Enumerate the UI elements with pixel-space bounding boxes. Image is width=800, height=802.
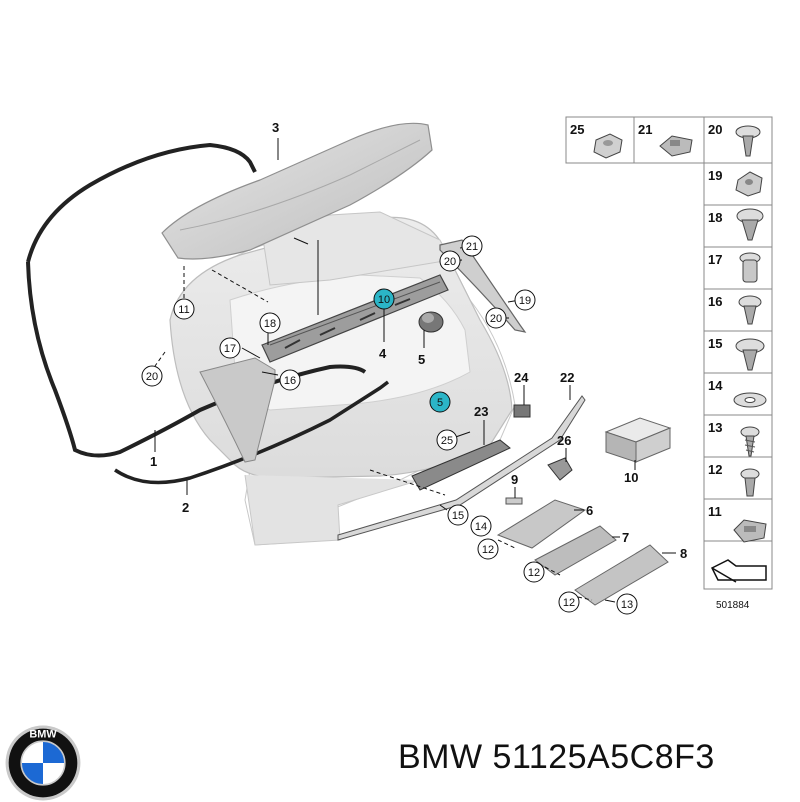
push-rivet-20-icon bbox=[735, 125, 761, 157]
clip-15-icon bbox=[735, 338, 765, 371]
bracket-7 bbox=[534, 525, 617, 576]
table-label-25: 25 bbox=[570, 122, 584, 137]
callout-4: 4 bbox=[379, 346, 387, 361]
spoiler bbox=[161, 122, 433, 260]
screw-12-icon bbox=[740, 468, 760, 497]
table-label-21: 21 bbox=[638, 122, 652, 137]
expansion-rivet-16-icon bbox=[738, 295, 762, 325]
table-label-16: 16 bbox=[708, 294, 722, 309]
callout-10: 10 bbox=[624, 470, 638, 485]
table-label-19: 19 bbox=[708, 168, 722, 183]
callout-8: 8 bbox=[680, 546, 687, 561]
bracket-6 bbox=[496, 499, 587, 549]
circled-12-a: 12 bbox=[482, 544, 494, 556]
circled-12-c: 12 bbox=[563, 597, 575, 609]
part-code: BMW 51125A5C8F3 bbox=[398, 738, 715, 776]
circled-25: 25 bbox=[441, 435, 453, 447]
table-label-14: 14 bbox=[708, 378, 723, 393]
circled-callouts: 21 20 19 20 11 18 17 16 20 25 15 14 12 1… bbox=[141, 235, 638, 615]
bmw-logo: BMW bbox=[5, 725, 81, 801]
table-label-17: 17 bbox=[708, 252, 722, 267]
circled-20: 20 bbox=[444, 256, 456, 268]
bracket-8 bbox=[574, 544, 669, 606]
circled-19: 19 bbox=[519, 295, 531, 307]
circled-20-c: 20 bbox=[146, 371, 158, 383]
highlight-10: 10 bbox=[378, 294, 390, 306]
circled-21: 21 bbox=[466, 241, 478, 253]
nut-19-icon bbox=[735, 171, 763, 197]
part-10-box bbox=[604, 417, 672, 463]
reference-number: 501884 bbox=[716, 600, 750, 611]
parts-table: 25 21 20 19 18 17 16 15 14 13 12 11 bbox=[565, 116, 773, 611]
clip-18-icon bbox=[736, 208, 764, 241]
callout-22: 22 bbox=[560, 370, 574, 385]
screw-13-icon bbox=[740, 426, 760, 457]
circled-11: 11 bbox=[178, 304, 189, 316]
circled-17: 17 bbox=[224, 343, 236, 355]
part-9-pad bbox=[505, 497, 523, 505]
arrow-icon bbox=[710, 559, 767, 583]
washer-14-icon bbox=[733, 392, 767, 408]
left-trim-panel bbox=[199, 357, 276, 463]
table-label-13: 13 bbox=[708, 420, 722, 435]
highlighted-callouts: 10 5 bbox=[373, 288, 451, 413]
callout-7: 7 bbox=[622, 530, 629, 545]
table-label-11: 11 bbox=[708, 504, 722, 519]
callout-26: 26 bbox=[557, 433, 571, 448]
leader-lines bbox=[154, 138, 676, 603]
clip-11-icon bbox=[733, 519, 767, 543]
plain-callouts: 3 1 2 4 5 24 22 23 26 9 6 7 8 10 bbox=[150, 120, 687, 561]
callout-5: 5 bbox=[418, 352, 425, 367]
lower-seal-strip bbox=[114, 380, 390, 485]
callout-3: 3 bbox=[272, 120, 279, 135]
table-label-15: 15 bbox=[708, 336, 722, 351]
circled-14: 14 bbox=[475, 521, 487, 533]
plug-17-icon bbox=[739, 252, 761, 283]
part-26 bbox=[547, 457, 573, 481]
circled-15: 15 bbox=[452, 510, 464, 522]
bmw-logo-letters: BMW bbox=[29, 728, 57, 740]
part-24 bbox=[513, 404, 531, 418]
camera-unit bbox=[418, 311, 444, 333]
table-label-20: 20 bbox=[708, 122, 722, 137]
table-label-18: 18 bbox=[708, 210, 722, 225]
circled-13: 13 bbox=[621, 599, 633, 611]
gasket-seal-lower bbox=[26, 261, 367, 458]
circled-18: 18 bbox=[264, 318, 276, 330]
chrome-strip bbox=[337, 395, 586, 541]
circled-20-b: 20 bbox=[490, 313, 502, 325]
table-label-12: 12 bbox=[708, 462, 722, 477]
gasket-seal bbox=[26, 142, 257, 263]
circled-12-b: 12 bbox=[528, 567, 540, 579]
callout-9: 9 bbox=[511, 472, 518, 487]
callout-2: 2 bbox=[182, 500, 189, 515]
circled-16: 16 bbox=[284, 375, 296, 387]
clip-21-icon bbox=[659, 135, 693, 157]
highlight-5: 5 bbox=[437, 397, 443, 409]
callout-6: 6 bbox=[586, 503, 593, 518]
fastener-25-icon bbox=[593, 133, 623, 159]
callout-23: 23 bbox=[474, 404, 488, 419]
callout-24: 24 bbox=[514, 370, 529, 385]
callout-1: 1 bbox=[150, 454, 157, 469]
